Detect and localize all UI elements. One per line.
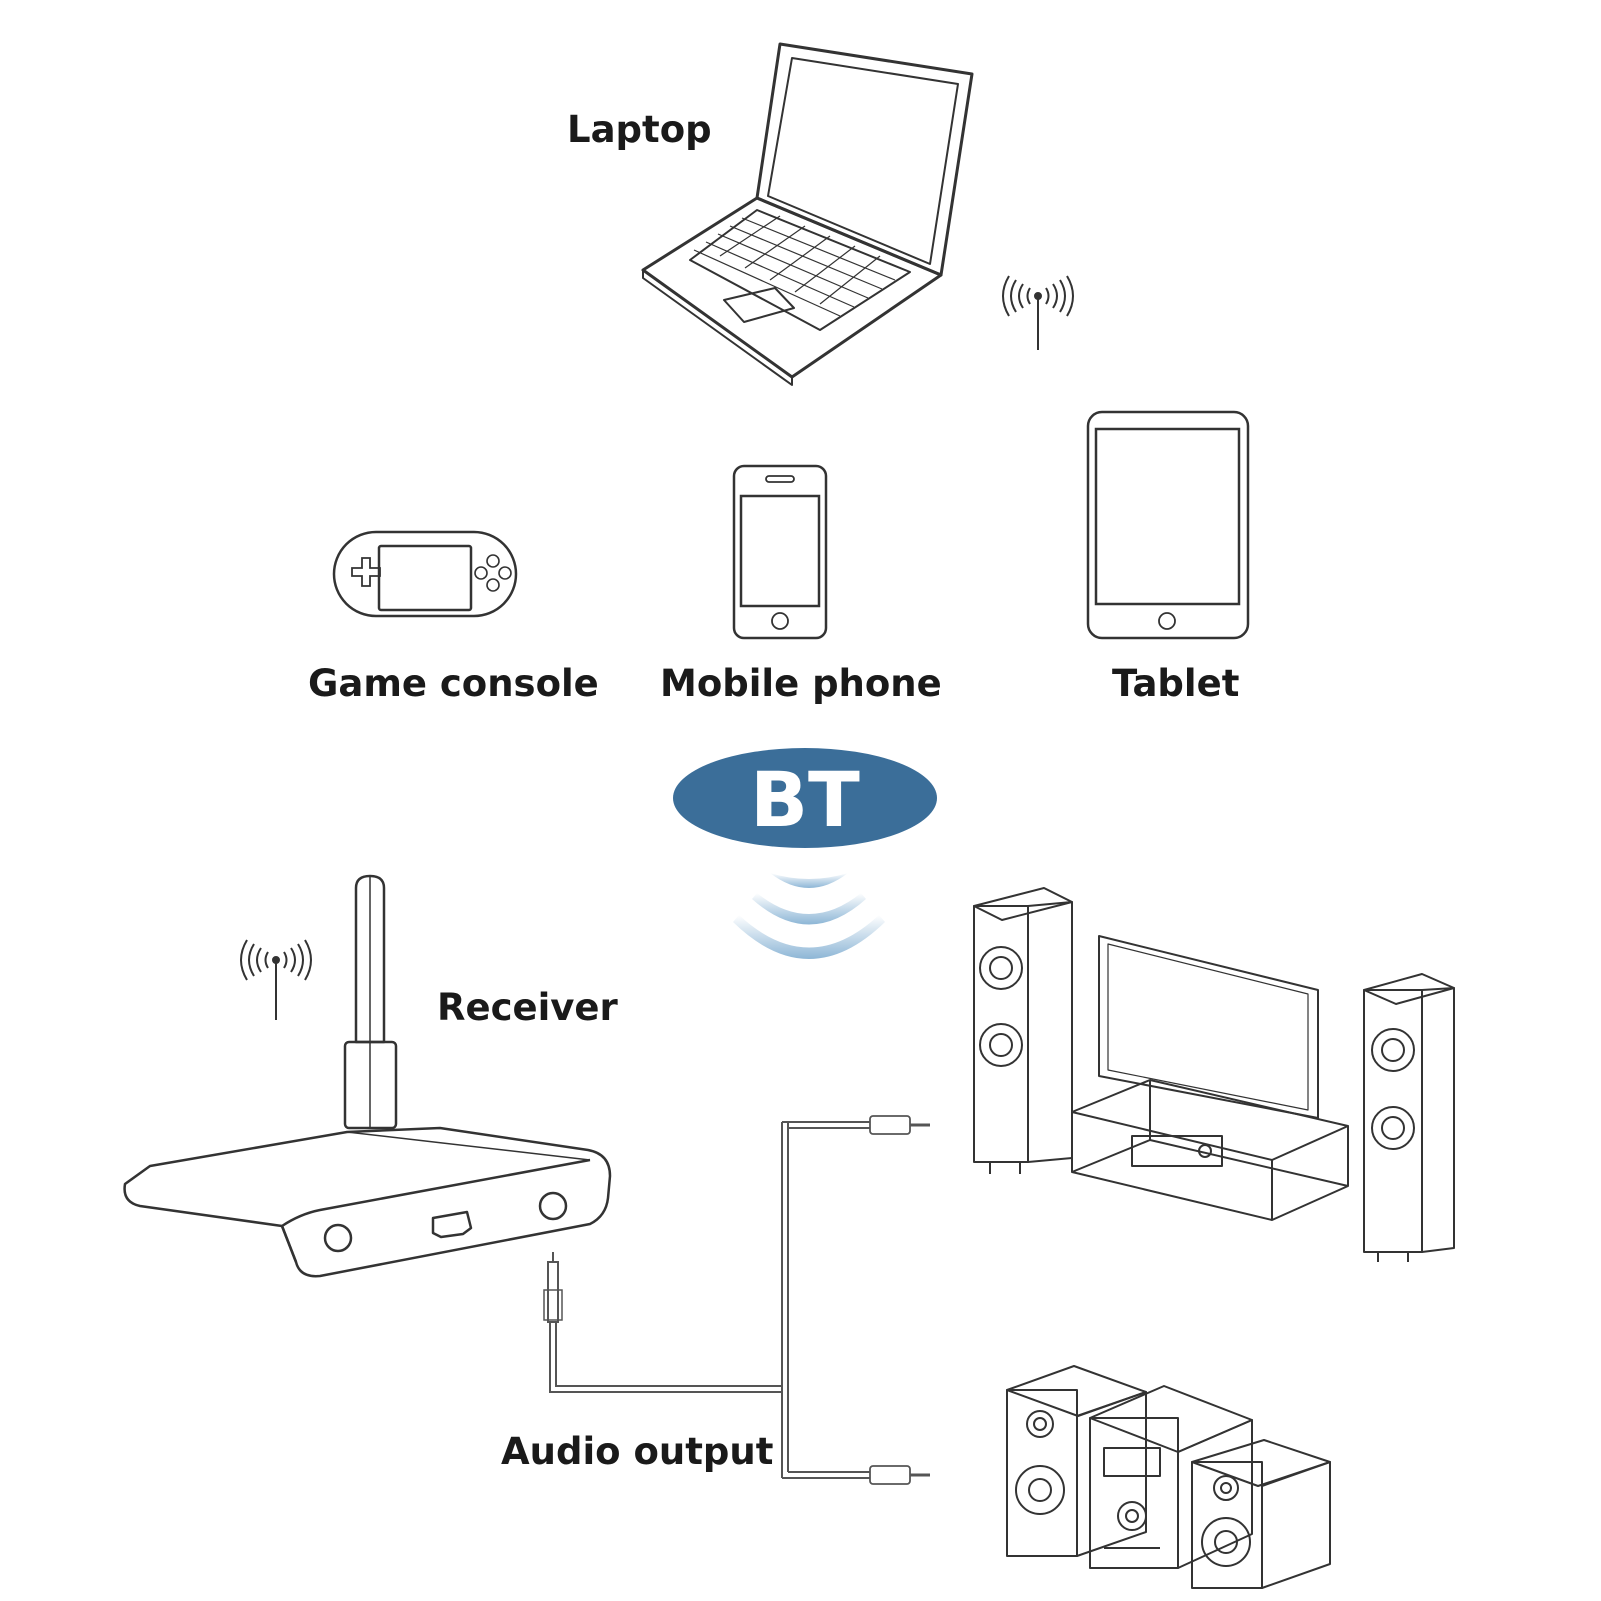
- wireless-antenna-icon: [240, 939, 312, 1020]
- laptop-illustration: [641, 42, 974, 386]
- hifi-system-illustration: [1006, 1365, 1331, 1589]
- bt-badge: BT: [673, 748, 937, 848]
- laptop-label: Laptop: [567, 108, 712, 151]
- wireless-antenna-icon: [1002, 275, 1074, 350]
- tablet-illustration: [1086, 410, 1250, 640]
- audio-cable: [543, 1115, 930, 1485]
- audio-output-label: Audio output: [501, 1430, 774, 1473]
- home-theater-illustration: [973, 887, 1455, 1262]
- mobile-phone-label: Mobile phone: [660, 662, 942, 705]
- bt-badge-text: BT: [750, 755, 860, 844]
- bluetooth-wave-icon: [733, 873, 885, 959]
- game-console-illustration: [332, 530, 518, 618]
- receiver-illustration: [123, 874, 612, 1278]
- receiver-label: Receiver: [437, 986, 618, 1029]
- mobile-phone-illustration: [732, 464, 828, 640]
- game-console-label: Game console: [308, 662, 599, 705]
- tablet-label: Tablet: [1112, 662, 1240, 705]
